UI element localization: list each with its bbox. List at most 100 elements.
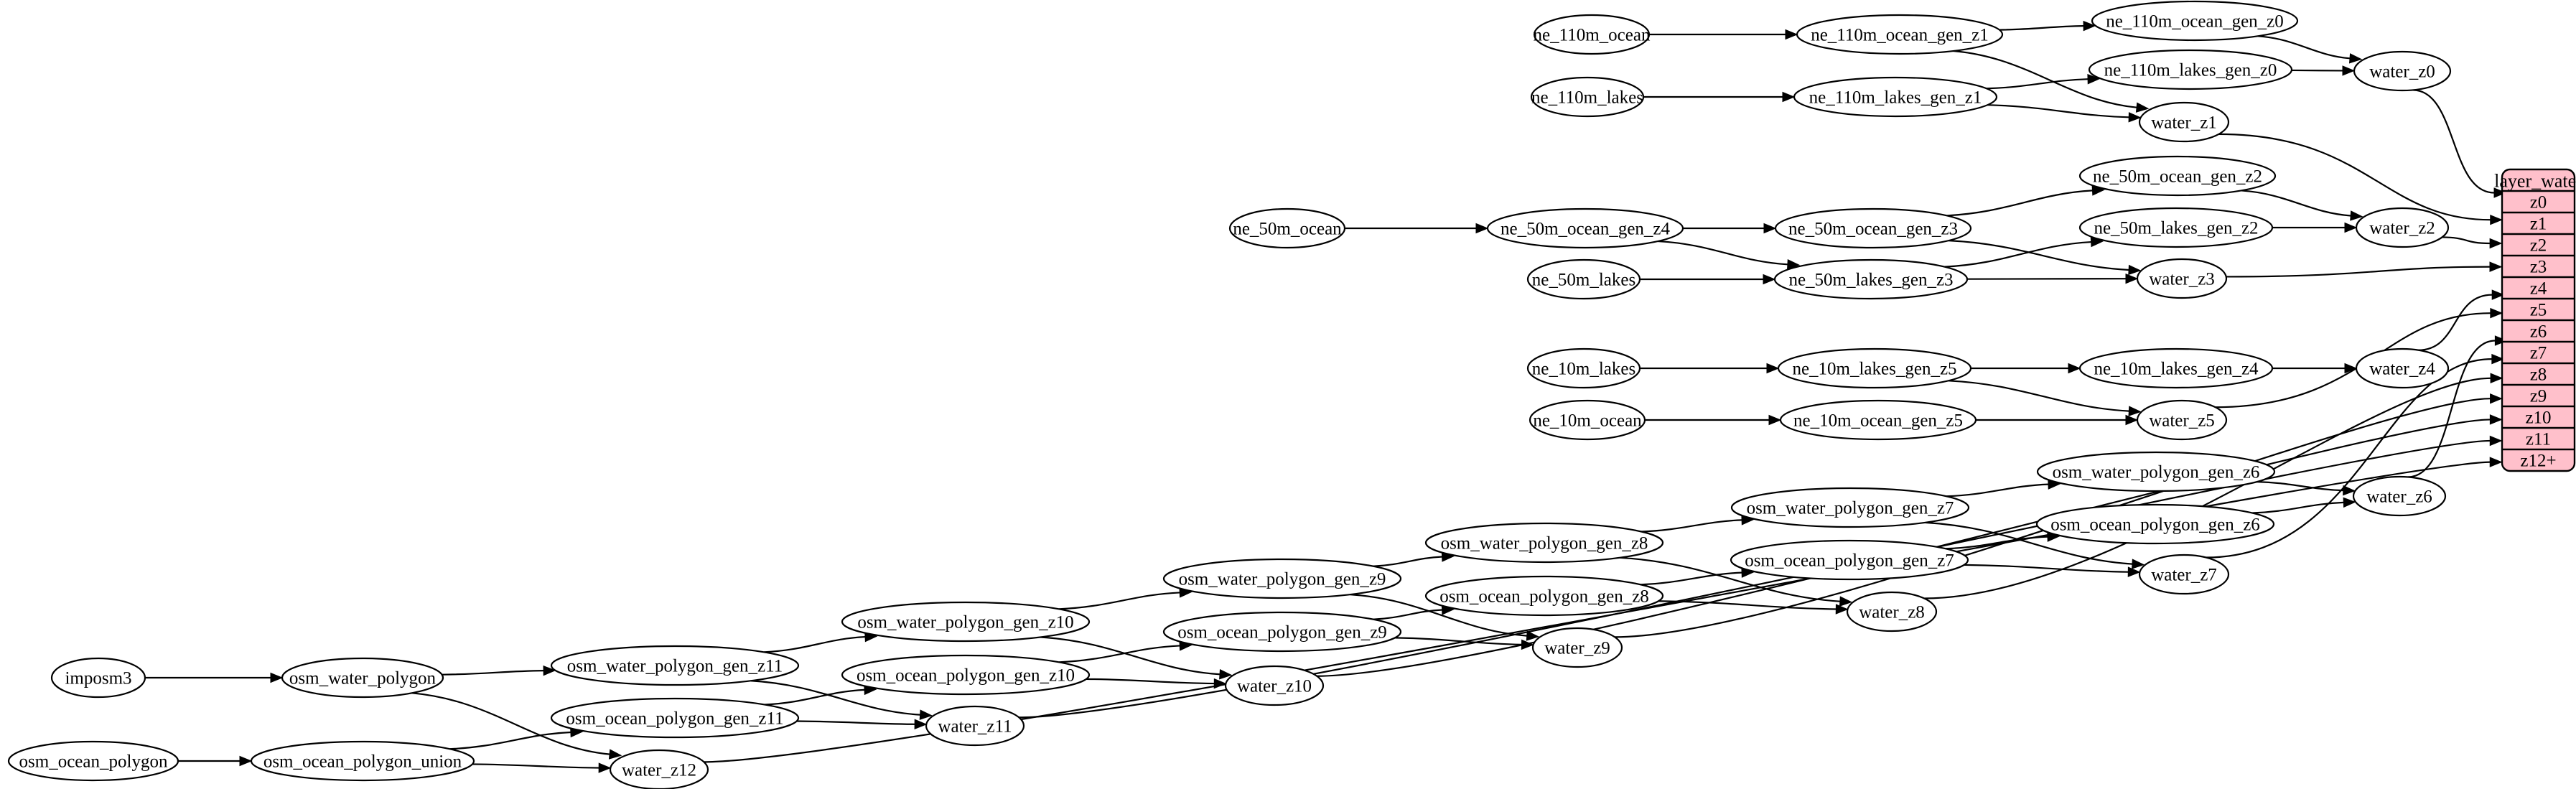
edge-osm_ocean_polygon_union-to-osm_ocean_polygon_gen_z11: [449, 731, 571, 750]
node-shape: [281, 657, 444, 699]
graph-node-osm_ocean_polygon_gen_z8[interactable]: osm_ocean_polygon_gen_z8: [1424, 575, 1664, 617]
node-shape: [1530, 76, 1645, 118]
record-row-z4[interactable]: z4: [2530, 279, 2547, 299]
record-row-z1[interactable]: z1: [2530, 215, 2547, 234]
graph-node-water_z3[interactable]: water_z3: [2136, 258, 2228, 299]
node-label: osm_water_polygon_gen_z9: [1179, 570, 1386, 589]
node-shape: [2136, 399, 2228, 441]
graph-node-ne_110m_lakes_gen_z0[interactable]: ne_110m_lakes_gen_z0: [2088, 49, 2293, 90]
edge-water_z1-to-layer_water.z1: [2218, 133, 2491, 221]
graph-node-ne_10m_ocean_gen_z5[interactable]: ne_10m_ocean_gen_z5: [1779, 399, 1977, 441]
graph-node-water_z7[interactable]: water_z7: [2138, 554, 2230, 595]
arrowhead: [2490, 373, 2503, 384]
node-shape: [2036, 451, 2276, 492]
graph-node-ne_50m_ocean[interactable]: ne_50m_ocean: [1228, 207, 1346, 249]
graph-node-osm_water_polygon_gen_z9[interactable]: osm_water_polygon_gen_z9: [1162, 558, 1402, 599]
node-shape: [2091, 0, 2299, 42]
edge-ne_110m_ocean_gen_z1-to-water_z1: [1953, 50, 2137, 108]
graph-node-ne_110m_ocean_gen_z1[interactable]: ne_110m_ocean_gen_z1: [1796, 14, 2004, 55]
node-label: water_z12: [622, 761, 696, 780]
node-shape: [2078, 155, 2277, 197]
graph-node-osm_water_polygon_gen_z10[interactable]: osm_water_polygon_gen_z10: [841, 601, 1091, 643]
edge-water_z11-to-layer_water.z11: [1019, 439, 2491, 719]
arrowhead: [2132, 559, 2145, 569]
record-row-z0[interactable]: z0: [2530, 193, 2547, 213]
graph-node-water_z8[interactable]: water_z8: [1846, 591, 1938, 632]
graph-node-ne_10m_ocean[interactable]: ne_10m_ocean: [1529, 399, 1646, 441]
record-row-z3[interactable]: z3: [2530, 258, 2547, 277]
edge-osm_water_polygon_gen_z10-to-water_z10: [1040, 636, 1221, 676]
edge-osm_ocean_polygon_union-to-water_z12: [472, 763, 599, 769]
graph-node-ne_10m_lakes_gen_z4[interactable]: ne_10m_lakes_gen_z4: [2078, 347, 2274, 389]
record-row-z5[interactable]: z5: [2530, 301, 2547, 320]
graph-node-osm_ocean_polygon_gen_z11[interactable]: osm_ocean_polygon_gen_z11: [550, 697, 800, 739]
graph-node-ne_50m_ocean_gen_z4[interactable]: ne_50m_ocean_gen_z4: [1486, 207, 1684, 249]
graph-node-osm_water_polygon_gen_z7[interactable]: osm_water_polygon_gen_z7: [1730, 487, 1970, 528]
graph-node-osm_ocean_polygon_gen_z10[interactable]: osm_ocean_polygon_gen_z10: [841, 654, 1091, 696]
graph-node-osm_ocean_polygon_gen_z6[interactable]: osm_ocean_polygon_gen_z6: [2035, 503, 2275, 545]
graph-node-water_z1[interactable]: water_z1: [2138, 101, 2230, 143]
graph-node-osm_ocean_polygon[interactable]: osm_ocean_polygon: [7, 740, 179, 782]
node-shape: [2035, 503, 2275, 545]
node-label: water_z4: [2369, 360, 2435, 379]
graph-node-osm_water_polygon_gen_z8[interactable]: osm_water_polygon_gen_z8: [1424, 522, 1664, 564]
graph-node-water_z11[interactable]: water_z11: [925, 705, 1025, 747]
record-row-z6[interactable]: z6: [2530, 322, 2547, 342]
node-shape: [1774, 207, 1972, 249]
graph-node-ne_50m_ocean_gen_z3[interactable]: ne_50m_ocean_gen_z3: [1774, 207, 1972, 249]
arrowhead: [2128, 112, 2142, 123]
arrowhead: [608, 749, 622, 760]
edge-ne_50m_lakes_gen_z3-to-ne_50m_lakes_gen_z2: [1944, 241, 2091, 268]
record-row-z9[interactable]: z9: [2530, 387, 2547, 406]
arrowhead: [2135, 102, 2150, 113]
graph-node-imposm3[interactable]: imposm3: [50, 657, 146, 699]
graph-node-ne_110m_lakes[interactable]: ne_110m_lakes: [1530, 76, 1645, 118]
record-node-layer-water[interactable]: layer_waterz0z1z2z3z4z5z6z7z8z9z10z11z12…: [2494, 168, 2576, 472]
graph-node-water_z9[interactable]: water_z9: [1531, 627, 1623, 668]
graph-node-ne_110m_ocean_gen_z0[interactable]: ne_110m_ocean_gen_z0: [2091, 0, 2299, 42]
graph-node-ne_50m_lakes_gen_z3[interactable]: ne_50m_lakes_gen_z3: [1773, 258, 1969, 300]
graph-node-osm_ocean_polygon_union[interactable]: osm_ocean_polygon_union: [250, 740, 475, 782]
graph-node-ne_10m_lakes_gen_z5[interactable]: ne_10m_lakes_gen_z5: [1777, 347, 1972, 389]
graph-node-osm_water_polygon_gen_z11[interactable]: osm_water_polygon_gen_z11: [550, 645, 800, 686]
record-row-z2[interactable]: z2: [2530, 236, 2547, 256]
arrowhead: [2489, 261, 2503, 272]
graph-node-osm_water_polygon_gen_z6[interactable]: osm_water_polygon_gen_z6: [2036, 451, 2276, 492]
record-row-z10[interactable]: z10: [2525, 408, 2551, 428]
graph-node-water_z2[interactable]: water_z2: [2355, 207, 2450, 248]
graph-node-ne_50m_ocean_gen_z2[interactable]: ne_50m_ocean_gen_z2: [2078, 155, 2277, 197]
graph-node-osm_ocean_polygon_gen_z9[interactable]: osm_ocean_polygon_gen_z9: [1162, 611, 1402, 653]
node-shape: [1730, 539, 1969, 581]
edge-ne_110m_ocean_gen_z0-to-water_z0: [2257, 35, 2351, 60]
graph-node-water_z12[interactable]: water_z12: [609, 749, 709, 789]
record-row-z11[interactable]: z11: [2526, 430, 2551, 449]
record-row-z8[interactable]: z8: [2530, 365, 2547, 385]
graph-node-water_z0[interactable]: water_z0: [2353, 50, 2452, 92]
graph-node-water_z5[interactable]: water_z5: [2136, 399, 2228, 441]
graph-node-water_z10[interactable]: water_z10: [1224, 665, 1325, 706]
edge-osm_water_polygon_gen_z10-to-osm_water_polygon_gen_z9: [1058, 592, 1180, 610]
edge-osm_water_polygon_gen_z9-to-water_z9: [1350, 594, 1527, 637]
graph-node-ne_50m_lakes_gen_z2[interactable]: ne_50m_lakes_gen_z2: [2078, 207, 2274, 248]
graph-node-water_z6[interactable]: water_z6: [2352, 475, 2447, 517]
node-shape: [550, 645, 800, 686]
edge-water_z7-to-layer_water.z7: [2206, 358, 2492, 559]
node-label: ne_50m_ocean_gen_z3: [1788, 220, 1958, 239]
node-shape: [2138, 554, 2230, 595]
node-shape: [1777, 347, 1972, 389]
graph-node-ne_110m_lakes_gen_z1[interactable]: ne_110m_lakes_gen_z1: [1793, 76, 1998, 118]
node-shape: [2138, 101, 2230, 143]
edge-osm_water_polygon_gen_z6-to-water_z6: [2257, 481, 2343, 492]
graph-node-ne_110m_ocean[interactable]: ne_110m_ocean: [1533, 14, 1651, 55]
graph-node-osm_water_polygon[interactable]: osm_water_polygon: [281, 657, 444, 699]
record-row-z12+[interactable]: z12+: [2520, 452, 2556, 471]
record-row-z7[interactable]: z7: [2530, 344, 2547, 363]
node-shape: [1793, 76, 1998, 118]
graph-node-water_z4[interactable]: water_z4: [2355, 347, 2450, 389]
node-shape: [1533, 14, 1651, 55]
graph-node-osm_ocean_polygon_gen_z7[interactable]: osm_ocean_polygon_gen_z7: [1730, 539, 1969, 581]
node-shape: [1424, 575, 1664, 617]
graph-node-ne_10m_lakes[interactable]: ne_10m_lakes: [1526, 347, 1641, 389]
arrowhead: [2490, 393, 2503, 404]
graph-node-ne_50m_lakes[interactable]: ne_50m_lakes: [1526, 258, 1641, 300]
